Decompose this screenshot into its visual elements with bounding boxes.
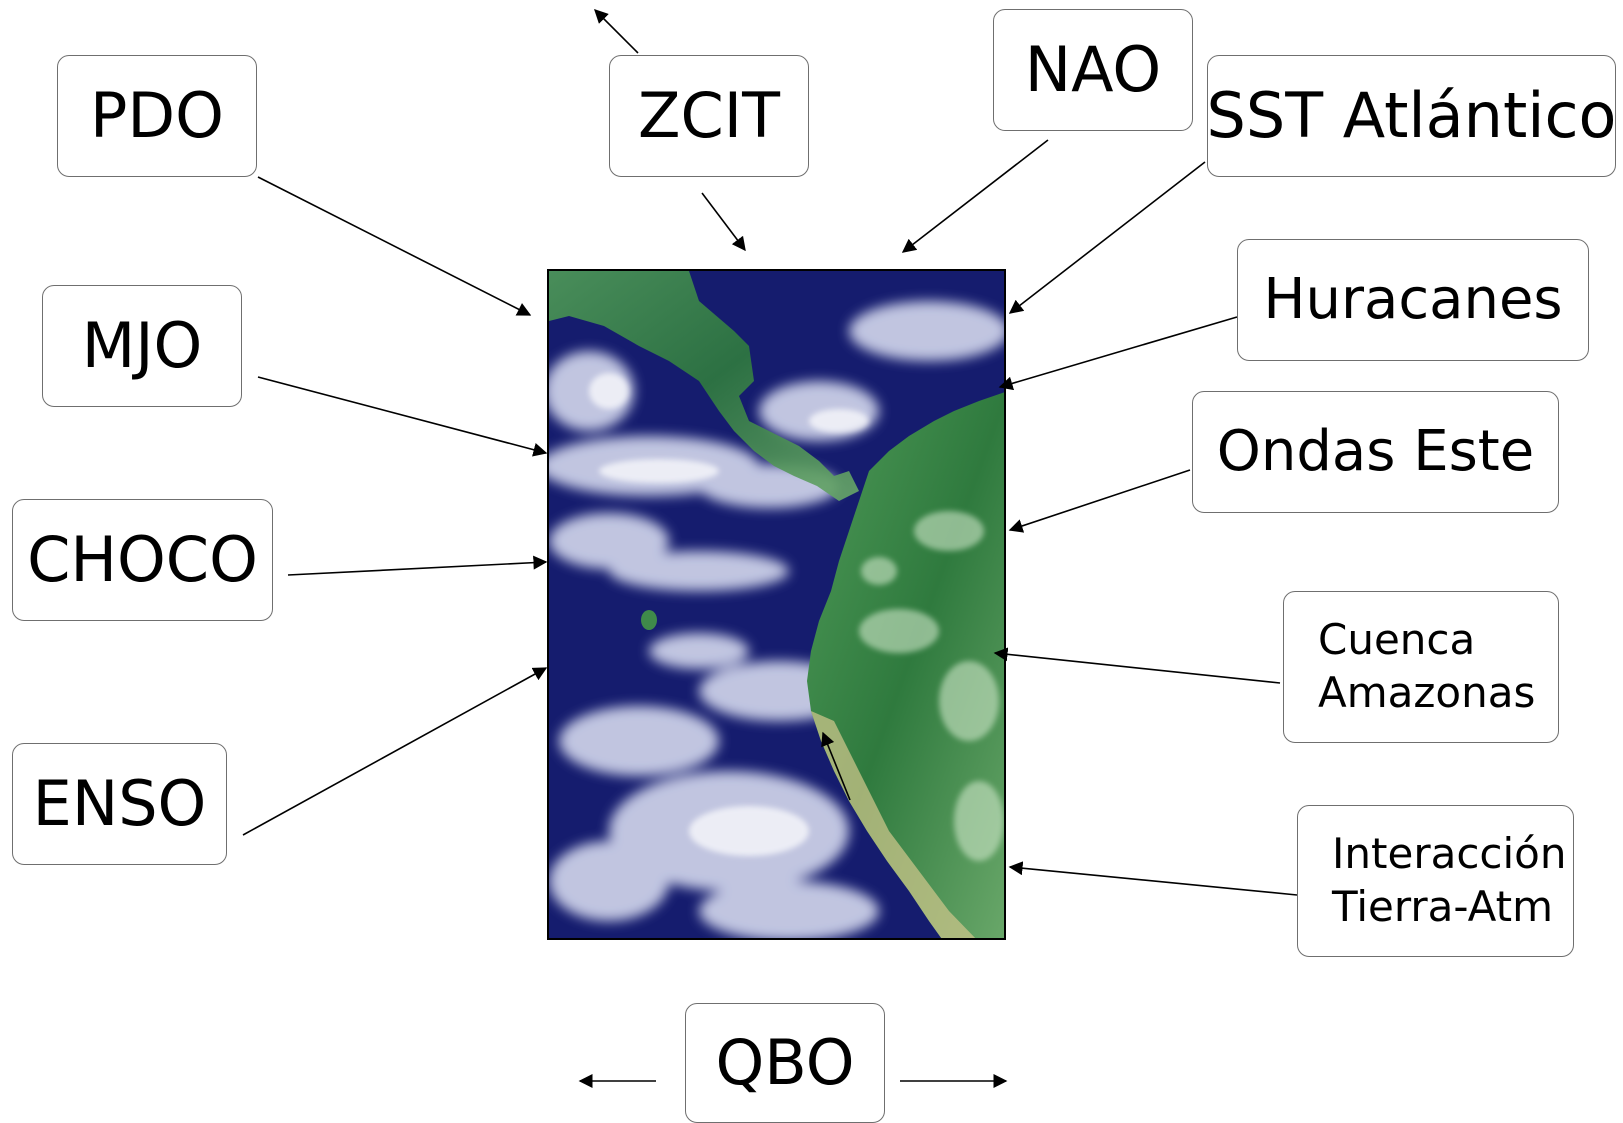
central-america <box>549 271 859 501</box>
arrow-nao <box>901 139 1049 253</box>
label-mjo-text: MJO <box>81 309 203 382</box>
arrow-sst <box>1008 161 1206 314</box>
label-interaccion-tierra-atm: Interacción Tierra-Atm <box>1297 805 1574 957</box>
satellite-map <box>549 271 1004 938</box>
arrow-choco <box>287 555 548 576</box>
arrow-cuenca <box>993 647 1281 684</box>
label-qbo-text: QBO <box>715 1026 855 1099</box>
label-huracanes: Huracanes <box>1237 239 1589 361</box>
label-cuenca-line2: Amazonas <box>1318 668 1536 717</box>
label-choco-text: CHOCO <box>27 523 258 596</box>
label-ondas-este: Ondas Este <box>1192 391 1559 513</box>
satellite-image <box>547 269 1006 940</box>
label-nao-text: NAO <box>1024 33 1162 106</box>
label-enso-text: ENSO <box>32 767 207 840</box>
label-zcit: ZCIT <box>609 55 809 177</box>
label-sst-atlantico: SST Atlántico <box>1206 55 1617 177</box>
label-huracanes-text: Huracanes <box>1263 267 1563 332</box>
label-mjo: MJO <box>42 285 242 407</box>
label-sst-text: SST Atlántico <box>1206 79 1617 152</box>
arrow-coast <box>821 731 851 801</box>
galapagos-island <box>641 610 657 630</box>
label-cuenca-amazonas: Cuenca Amazonas <box>1283 591 1559 743</box>
label-cuenca-line1: Cuenca <box>1318 615 1476 665</box>
label-interaccion-line1: Interacción <box>1332 829 1567 879</box>
arrow-mjo <box>257 376 548 457</box>
arrow-zcit-down <box>701 192 746 252</box>
label-pdo: PDO <box>57 55 257 177</box>
label-pdo-text: PDO <box>90 79 224 152</box>
label-nao: NAO <box>993 9 1193 131</box>
arrow-pdo <box>257 176 532 316</box>
label-choco: CHOCO <box>12 499 273 621</box>
label-zcit-text: ZCIT <box>638 79 780 152</box>
arrow-ondas <box>1008 469 1191 533</box>
label-qbo: QBO <box>685 1003 885 1123</box>
label-interaccion-line2: Tierra-Atm <box>1332 882 1554 931</box>
arrow-huracanes <box>998 316 1238 391</box>
label-enso: ENSO <box>12 743 227 865</box>
arrow-enso <box>242 667 548 836</box>
arrow-interaccion <box>1008 861 1298 896</box>
arrow-zcit-up <box>594 9 639 54</box>
label-ondas-text: Ondas Este <box>1216 419 1535 484</box>
